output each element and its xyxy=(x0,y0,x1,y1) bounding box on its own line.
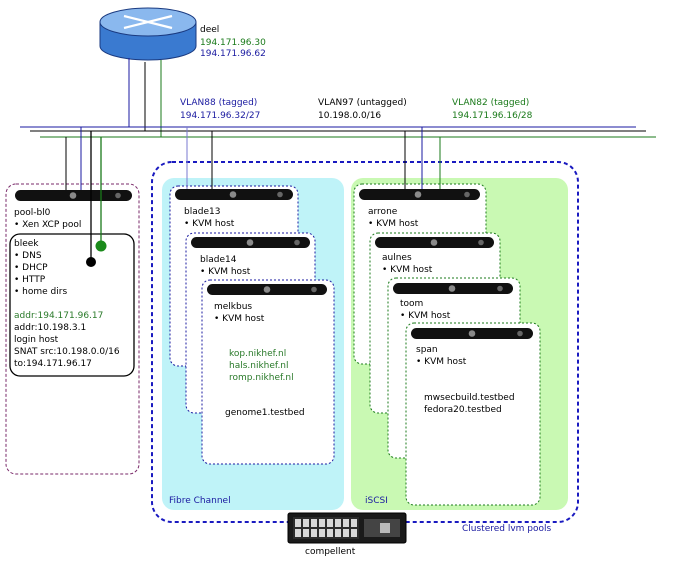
bleek-service: • DNS xyxy=(14,251,42,261)
arrone-role: • KVM host xyxy=(368,219,419,229)
blade13-role: • KVM host xyxy=(184,219,235,229)
router-addr-2: 194.171.96.62 xyxy=(200,49,266,59)
aulnes-role: • KVM host xyxy=(382,265,433,275)
bleek-snat-src: SNAT src:10.198.0.0/16 xyxy=(14,347,120,357)
toom-role: • KVM host xyxy=(400,311,451,321)
blade13-uplinks xyxy=(186,127,213,189)
router-uplinks xyxy=(128,58,162,137)
fibre-channel-label: Fibre Channel xyxy=(169,496,231,506)
toom-name: toom xyxy=(400,299,423,309)
melkbus-server-icon xyxy=(207,284,327,295)
blade13-name: blade13 xyxy=(184,207,220,217)
compellent-storage-icon xyxy=(287,512,407,544)
bleek-service: • DHCP xyxy=(14,263,48,273)
router-arrows-icon xyxy=(123,14,173,30)
bleek-service: • HTTP xyxy=(14,275,46,285)
arrone-uplinks xyxy=(404,127,441,189)
arrone-server-icon xyxy=(359,189,480,200)
aulnes-server-icon xyxy=(375,237,494,248)
bleek-vlan82-port xyxy=(95,240,107,252)
melkbus-vm: romp.nikhef.nl xyxy=(229,373,294,383)
arrone-name: arrone xyxy=(368,207,398,217)
pool-bl0-box xyxy=(5,183,140,475)
compellent-name: compellent xyxy=(305,547,356,557)
pool-bl0-name: pool-bl0 xyxy=(14,208,51,218)
blade13-server-icon xyxy=(175,189,293,200)
vlan88-subnet: 194.171.96.32/27 xyxy=(180,111,260,121)
span-server-icon xyxy=(411,328,533,339)
bleek-vlan97-port xyxy=(86,257,96,267)
vlan97-subnet: 10.198.0.0/16 xyxy=(318,111,381,121)
blade14-role: • KVM host xyxy=(200,267,251,277)
bleek-addr-public: addr:194.171.96.17 xyxy=(14,311,103,321)
pool-bl0-server-icon xyxy=(15,190,132,201)
pool-bl0-role: • Xen XCP pool xyxy=(14,220,81,230)
bleek-name: bleek xyxy=(14,239,39,249)
toom-server-icon xyxy=(393,283,513,294)
melkbus-box xyxy=(201,279,335,465)
iscsi-label: iSCSI xyxy=(365,496,388,506)
melkbus-name: melkbus xyxy=(214,302,252,312)
bleek-role: login host xyxy=(14,335,59,345)
span-name: span xyxy=(416,345,438,355)
blade14-server-icon xyxy=(191,237,310,248)
melkbus-vm: kop.nikhef.nl xyxy=(229,349,286,359)
vlan82-subnet: 194.171.96.16/28 xyxy=(452,111,533,121)
router xyxy=(99,7,197,61)
bleek-addr-private: addr:10.198.3.1 xyxy=(14,323,86,333)
span-vm: mwsecbuild.testbed xyxy=(424,393,515,403)
vlan97-name: VLAN97 (untagged) xyxy=(318,98,407,108)
span-box xyxy=(405,322,541,506)
vlan88-name: VLAN88 (tagged) xyxy=(180,98,257,108)
aulnes-name: aulnes xyxy=(382,253,412,263)
blade14-name: blade14 xyxy=(200,255,237,265)
bleek-service: • home dirs xyxy=(14,287,67,297)
clustered-label: Clustered lvm pools xyxy=(462,524,552,534)
span-vm: fedora20.testbed xyxy=(424,405,502,415)
span-role: • KVM host xyxy=(416,357,467,367)
router-name: deel xyxy=(200,25,219,35)
melkbus-vm: hals.nikhef.nl xyxy=(229,361,289,371)
router-addr-1: 194.171.96.30 xyxy=(200,38,266,48)
melkbus-vm: genome1.testbed xyxy=(225,408,305,418)
pool-bl0-uplinks xyxy=(65,127,102,262)
bleek-snat-to: to:194.171.96.17 xyxy=(14,359,92,369)
vlan82-name: VLAN82 (tagged) xyxy=(452,98,529,108)
bleek-vm-box xyxy=(9,233,135,377)
melkbus-role: • KVM host xyxy=(214,314,265,324)
